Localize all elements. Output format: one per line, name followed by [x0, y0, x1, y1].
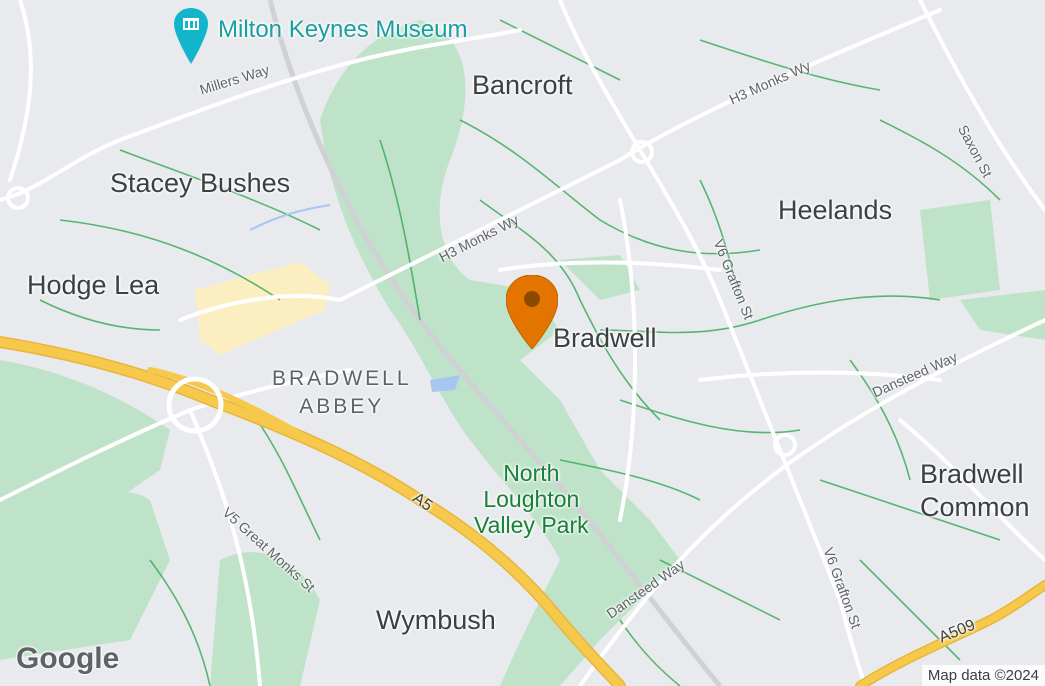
roundabout: [630, 140, 654, 164]
park-area-south: [210, 552, 320, 686]
roundabout: [166, 376, 224, 434]
park-area-bradwell: [560, 255, 640, 300]
water-feature: [249, 204, 331, 231]
roundabout: [6, 186, 30, 210]
place-label-hodge-lea: Hodge Lea: [27, 270, 160, 300]
park-label-north-loughton-valley-park: North Loughton Valley Park: [474, 460, 589, 538]
industrial-area: [195, 262, 330, 355]
museum-icon: [174, 8, 208, 64]
place-label-bradwell-common: Bradwell Common: [920, 459, 1030, 522]
place-label-stacey-bushes: Stacey Bushes: [110, 168, 291, 198]
google-logo: Google: [16, 642, 120, 675]
museum-label: Milton Keynes Museum: [218, 16, 468, 43]
park-area-heelands: [920, 200, 1000, 300]
district-label-bradwell-abbey: BRADWELL ABBEY: [272, 367, 412, 418]
place-label-bancroft: Bancroft: [472, 70, 573, 100]
water-feature: [430, 375, 460, 392]
park-area-east: [960, 290, 1045, 340]
major-roads: [0, 336, 1045, 686]
map-attribution[interactable]: Map data ©2024: [921, 665, 1045, 686]
railway-line: [267, 0, 722, 686]
place-label-heelands: Heelands: [778, 195, 893, 225]
roundabout: [773, 433, 797, 457]
park-area-southwest: [0, 491, 170, 660]
map-pin-icon[interactable]: [506, 275, 558, 349]
place-label-wymbush: Wymbush: [376, 605, 496, 635]
place-label-bradwell: Bradwell: [553, 323, 657, 353]
